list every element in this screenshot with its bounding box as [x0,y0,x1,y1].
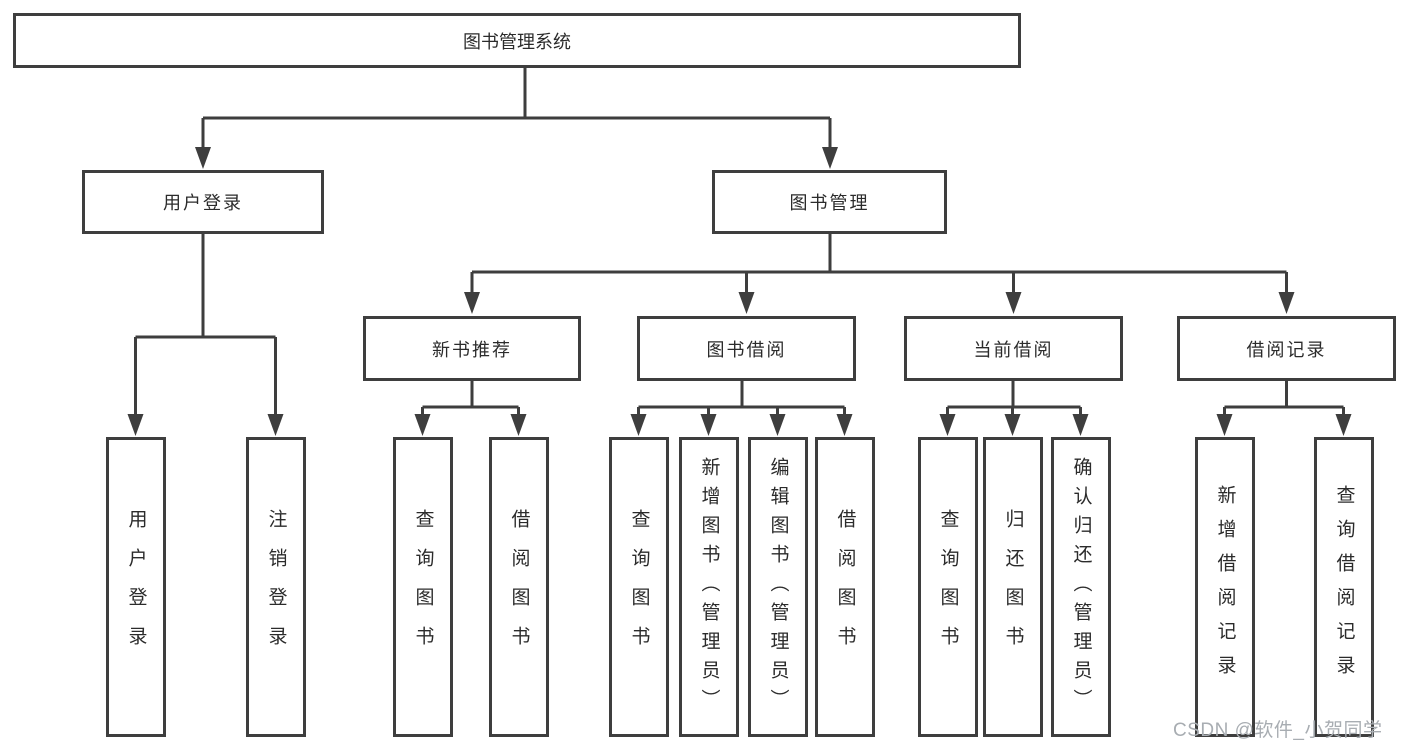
leaf-return-books: 归还图书 [983,437,1043,737]
node-label: 图书管理系统 [463,31,571,52]
leaf-confirm-return-admin: 确认归还（管理员） [1051,437,1111,737]
node-label: 新增借阅记录 [1214,485,1236,689]
node-library-system: 图书管理系统 [13,13,1021,68]
node-label: 新增图书（管理员） [698,456,720,718]
node-label: 注销登录 [265,509,287,665]
leaf-query-books-current: 查询图书 [918,437,978,737]
leaf-borrow-books-recommend: 借阅图书 [489,437,549,737]
leaf-edit-book-admin: 编辑图书（管理员） [748,437,808,737]
node-label: 归还图书 [1002,509,1024,665]
node-new-book-recommendation: 新书推荐 [363,316,581,381]
node-label: 确认归还（管理员） [1070,456,1092,718]
leaf-query-borrow-record: 查询借阅记录 [1314,437,1374,737]
leaf-query-books-borrowing: 查询图书 [609,437,669,737]
node-label: 查询图书 [628,509,650,665]
node-borrowing-records: 借阅记录 [1177,316,1396,381]
leaf-add-book-admin: 新增图书（管理员） [679,437,739,737]
node-label: 借阅图书 [834,509,856,665]
node-label: 当前借阅 [973,339,1054,360]
leaf-query-books-recommend: 查询图书 [393,437,453,737]
node-label: 编辑图书（管理员） [767,456,789,718]
node-label: 新书推荐 [432,339,512,360]
leaf-logout: 注销登录 [246,437,306,737]
node-label: 用户登录 [125,509,147,665]
node-label: 查询图书 [937,509,959,665]
node-label: 图书管理 [789,193,870,213]
node-book-borrowing: 图书借阅 [637,316,856,381]
leaf-user-login: 用户登录 [106,437,166,737]
node-label: 图书借阅 [706,339,787,360]
leaf-borrow-books-borrowing: 借阅图书 [815,437,875,737]
node-current-borrowing: 当前借阅 [904,316,1123,381]
csdn-watermark: CSDN @软件_小贺同学 [1173,720,1383,741]
node-user-login: 用户登录 [82,170,324,234]
node-label: 借阅记录 [1246,339,1327,360]
node-book-management: 图书管理 [712,170,947,234]
node-label: 借阅图书 [508,509,530,665]
node-label: 查询图书 [412,509,434,665]
node-label: 用户登录 [163,193,243,213]
node-label: 查询借阅记录 [1333,485,1355,689]
leaf-add-borrow-record: 新增借阅记录 [1195,437,1255,737]
